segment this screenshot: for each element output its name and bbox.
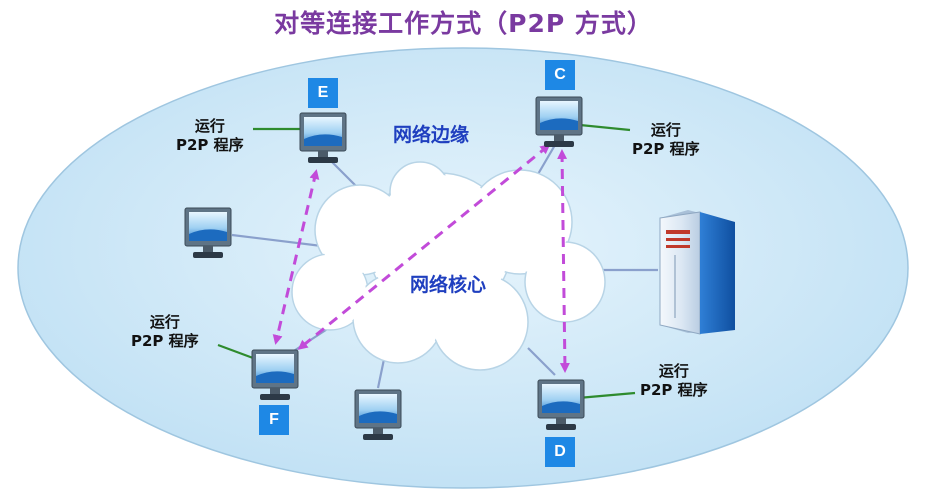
host-E-label: 运行 P2P 程序 [176, 117, 244, 155]
host-F-label-line2: P2P 程序 [131, 332, 199, 350]
computer-C-desktop-computer-icon [535, 96, 583, 147]
server-tower-icon [659, 210, 735, 335]
computer-F-desktop-computer-icon [251, 349, 299, 400]
host-tag-F: F [259, 405, 289, 435]
host-C-label: 运行 P2P 程序 [632, 121, 700, 159]
computer-D-desktop-computer-icon [537, 379, 585, 430]
host-tag-C: C [545, 60, 575, 90]
host-F-label: 运行 P2P 程序 [131, 313, 199, 351]
host-D-label-line2: P2P 程序 [640, 381, 708, 399]
host-F-label-line1: 运行 [149, 313, 180, 331]
computer-E-desktop-computer-icon [299, 112, 347, 163]
host-D-label-line1: 运行 [658, 362, 689, 380]
page-title: 对等连接工作方式（P2P 方式） [274, 9, 653, 38]
host-tag-E: E [308, 78, 338, 108]
computer-left-desktop-computer-icon [184, 207, 232, 258]
host-E-label-line1: 运行 [194, 117, 225, 135]
computer-bottom-desktop-computer-icon [354, 389, 402, 440]
p2p-connections [272, 144, 570, 373]
host-D-label: 运行 P2P 程序 [640, 362, 708, 400]
host-tag-D: D [545, 437, 575, 467]
network-core-label: 网络核心 [410, 274, 487, 296]
host-E-label-line2: P2P 程序 [176, 136, 244, 154]
label-connectors [217, 123, 636, 400]
p2p-arrow-E-F [272, 169, 320, 345]
p2p-arrow-C-F [297, 144, 551, 350]
host-C-label-line1: 运行 [650, 121, 681, 139]
p2p-arrow-C-D [557, 149, 570, 373]
network-edge-label: 网络边缘 [393, 124, 470, 146]
host-C-label-line2: P2P 程序 [632, 140, 700, 158]
